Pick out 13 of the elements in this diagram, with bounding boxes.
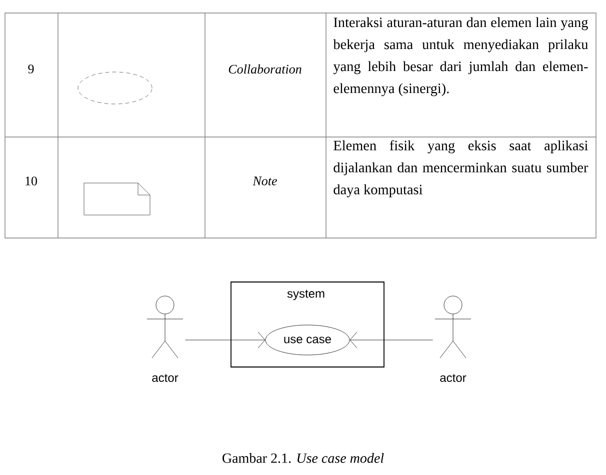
row-number: 9 bbox=[28, 64, 34, 74]
caption: Gambar 2.1. Use case model bbox=[222, 453, 384, 463]
arrow bbox=[185, 332, 266, 348]
arrow bbox=[350, 332, 433, 348]
description: Interaksi aturan-aturan dan elemen lain yang bekerja sama untuk menyediakan prilaku yang lebih besar dari jumlah dan elemen-elemennya (sinergi). bbox=[333, 17, 588, 96]
actor-label: actor bbox=[152, 374, 178, 382]
description: Elemen fisik yang eksis saat aplikasi dijalankan dan mencerminkan suatu sumber daya komputasi bbox=[334, 140, 588, 198]
actor-figure bbox=[434, 296, 472, 358]
row-number: 10 bbox=[26, 176, 37, 186]
actor-label: actor bbox=[440, 374, 466, 382]
element-name: Note bbox=[252, 176, 277, 186]
actor-figure bbox=[146, 296, 184, 358]
element-name: Collaboration bbox=[228, 64, 302, 74]
